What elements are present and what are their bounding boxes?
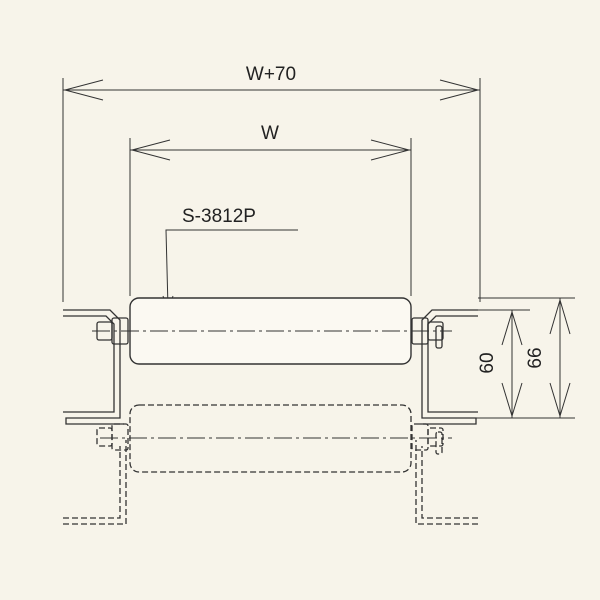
part-number-label: S-3812P bbox=[182, 206, 256, 227]
right-frame-bracket bbox=[420, 309, 478, 425]
part-number-callout: S-3812P bbox=[162, 206, 298, 312]
overall-width-label: W+70 bbox=[246, 64, 296, 85]
outer-height-label: 66 bbox=[525, 347, 546, 368]
roller-width-label: W bbox=[261, 123, 279, 144]
roller-width-dimension: W bbox=[129, 123, 412, 296]
overall-width-dimension: W+70 bbox=[62, 64, 481, 302]
upper-roller-assembly bbox=[63, 297, 478, 425]
left-frame-bracket bbox=[63, 309, 124, 425]
lower-roller-assembly bbox=[63, 404, 478, 525]
outer-height-dimension: 66 bbox=[478, 297, 575, 419]
inner-height-label: 60 bbox=[477, 352, 498, 373]
inner-height-dimension: 60 bbox=[440, 309, 530, 419]
